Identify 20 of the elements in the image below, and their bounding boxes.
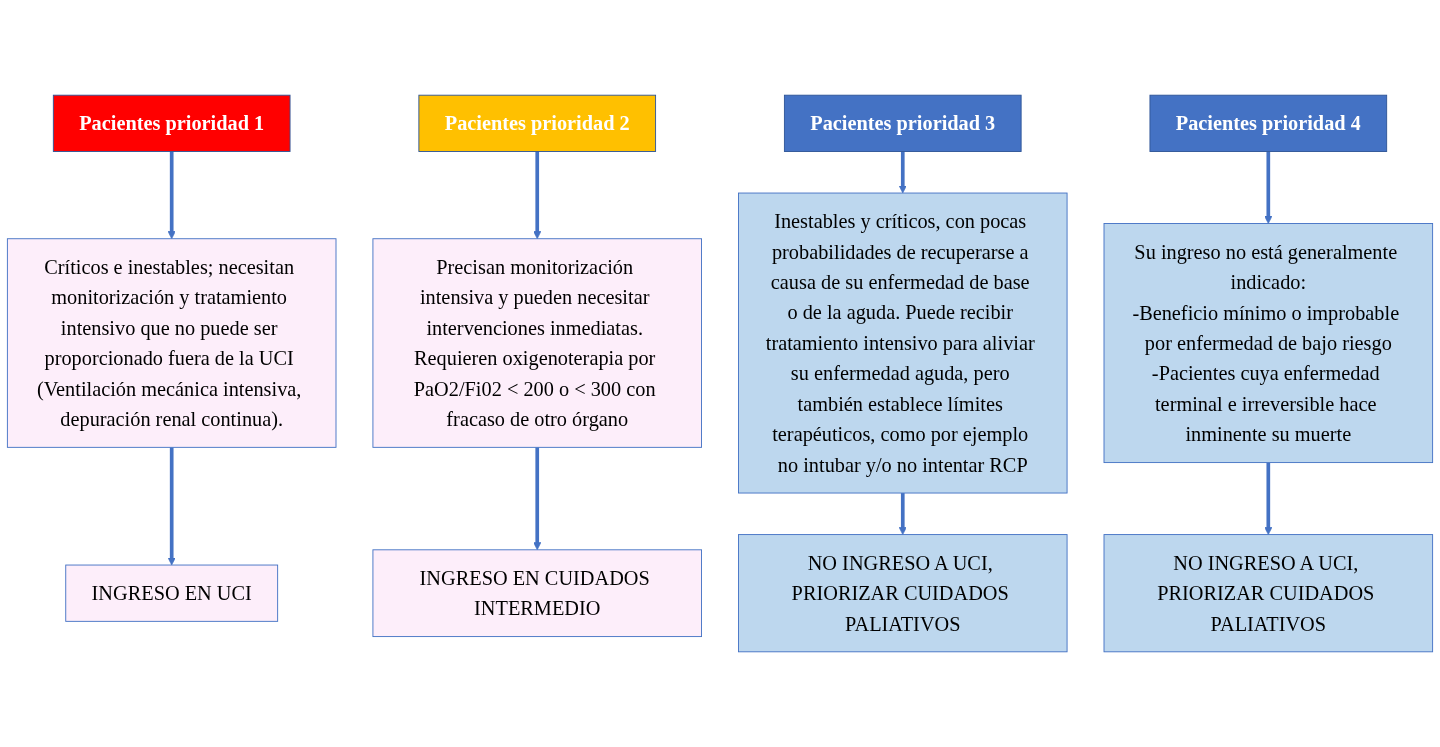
arrow [533, 447, 542, 551]
arrow [1264, 462, 1273, 535]
node-box: INGRESO EN CUIDADOS INTERMEDIO [372, 549, 702, 638]
arrow [1264, 151, 1273, 224]
node-box: Precisan monitorización intensiva y pueden necesitar intervenciones inmediatas. Requieren oxigenoterapia por PaO2/Fi02 < 200 o < 300 con fracaso de otro órgano [372, 238, 702, 448]
node-box: Pacientes prioridad 4 [1149, 94, 1388, 152]
node-box: Inestables y críticos, con pocas probabilidades de recuperarse a causa de su enfermedad de base o de la aguda. Puede recibir tratamiento intensivo para aliviar su enfermedad aguda, pero también establece límites terapéuticos, como por ejemplo no intubar y/o no intentar RCP [738, 192, 1068, 494]
node-box: INGRESO EN UCI [65, 564, 279, 622]
node-box: Pacientes prioridad 3 [783, 94, 1022, 152]
node-box: NO INGRESO A UCI, PRIORIZAR CUIDADOS PALIATIVOS [1103, 534, 1434, 653]
arrow [533, 151, 542, 240]
node-box: NO INGRESO A UCI, PRIORIZAR CUIDADOS PALIATIVOS [738, 534, 1068, 653]
arrow [167, 447, 176, 566]
arrow [898, 493, 907, 535]
arrow [898, 151, 907, 194]
node-box: Pacientes prioridad 1 [52, 94, 291, 152]
node-box: Pacientes prioridad 2 [418, 94, 657, 152]
node-box: Su ingreso no está generalmente indicado: -Beneficio mínimo o improbable por enfermedad de bajo riesgo -Pacientes cuya enfermedad terminal e irreversible hace inminente su muerte [1103, 223, 1434, 464]
node-box: Críticos e inestables; necesitan monitorización y tratamiento intensivo que no puede ser proporcionado fuera de la UCI (Ventilación mecánica intensiva, depuración renal continua). [6, 238, 337, 448]
arrow [167, 151, 176, 240]
